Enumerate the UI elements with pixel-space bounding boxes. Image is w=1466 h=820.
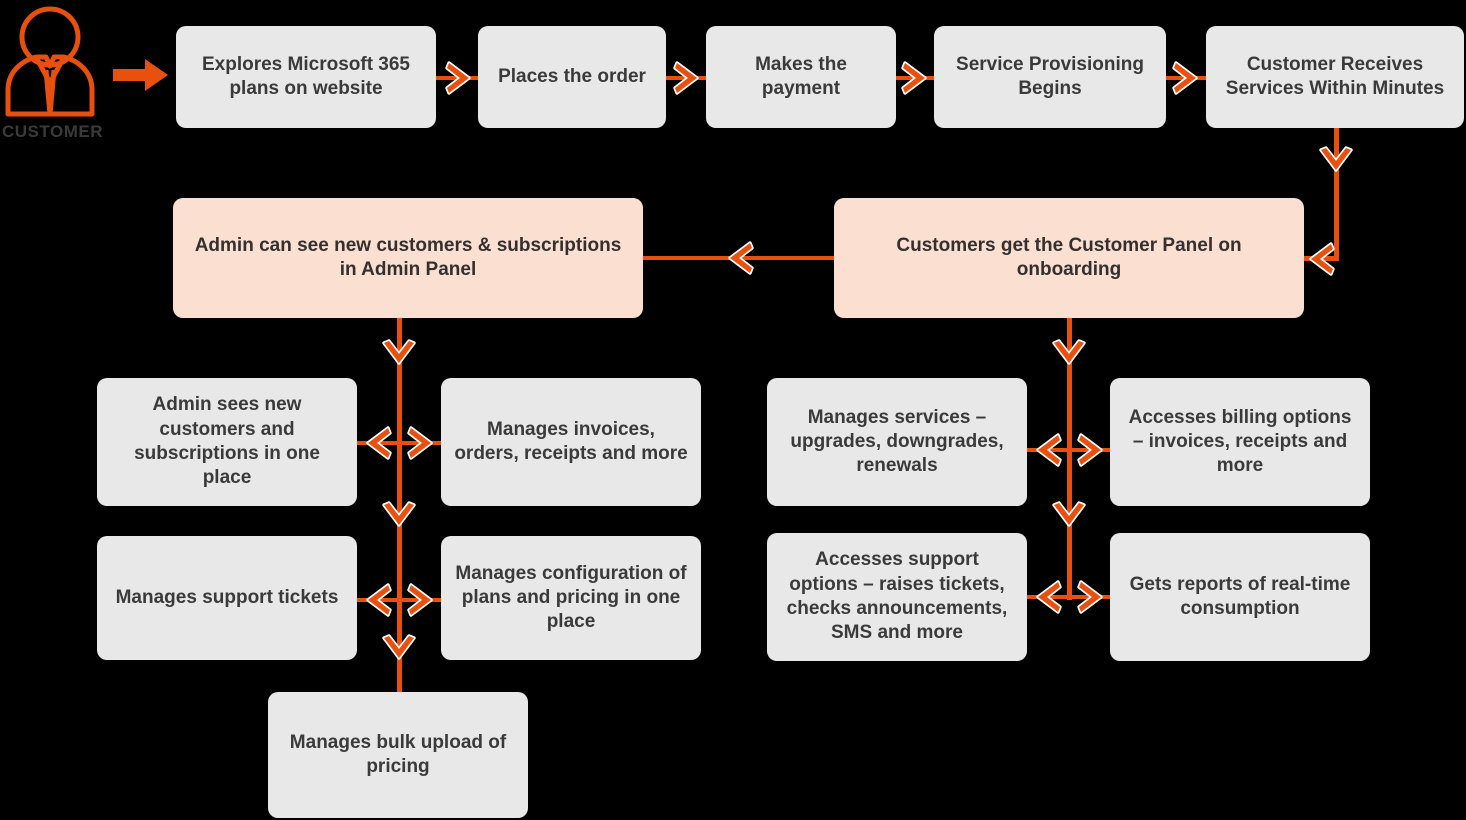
connector-into-customer-panel bbox=[1302, 256, 1339, 261]
step-label: Service Provisioning Begins bbox=[956, 53, 1144, 99]
connector-line-2 bbox=[662, 76, 710, 80]
admin-box-sees-new-customers[interactable]: Admin sees new customers and subscriptio… bbox=[97, 378, 357, 506]
customer-box-billing-options[interactable]: Accesses billing options – invoices, rec… bbox=[1110, 378, 1370, 506]
admin-branch-spine bbox=[397, 318, 402, 706]
admin-box-bulk-upload[interactable]: Manages bulk upload of pricing bbox=[268, 692, 528, 818]
step-box-explore[interactable]: Explores Microsoft 365 plans on website bbox=[176, 26, 436, 128]
panel-label: Customers get the Customer Panel on onbo… bbox=[896, 234, 1242, 280]
customer-person-icon bbox=[2, 4, 102, 120]
connector-panels bbox=[640, 256, 838, 260]
panel-box-admin[interactable]: Admin can see new customers & subscripti… bbox=[173, 198, 643, 318]
admin-row1-right-link bbox=[397, 441, 442, 445]
box-label: Gets reports of real-time consumption bbox=[1129, 573, 1351, 619]
panel-label: Admin can see new customers & subscripti… bbox=[194, 234, 622, 280]
panel-box-customer[interactable]: Customers get the Customer Panel on onbo… bbox=[834, 198, 1304, 318]
connector-line-4 bbox=[1162, 76, 1210, 80]
admin-row2-right-link bbox=[397, 598, 442, 602]
admin-row2-left-link bbox=[357, 598, 402, 602]
connector-line-3 bbox=[892, 76, 938, 80]
connector-line-1 bbox=[432, 76, 484, 80]
customer-box-support-options[interactable]: Accesses support options – raises ticket… bbox=[767, 533, 1027, 661]
box-label: Manages support tickets bbox=[115, 586, 339, 608]
box-label: Manages invoices, orders, receipts and m… bbox=[454, 418, 688, 464]
box-label: Accesses billing options – invoices, rec… bbox=[1128, 406, 1352, 477]
admin-box-manages-invoices[interactable]: Manages invoices, orders, receipts and m… bbox=[441, 378, 701, 506]
box-label: Manages configuration of plans and prici… bbox=[455, 562, 687, 633]
connector-down-receives bbox=[1334, 128, 1339, 260]
step-label: Customer Receives Services Within Minute… bbox=[1225, 53, 1445, 99]
step-label: Makes the payment bbox=[755, 53, 847, 99]
customer-row2-left-link bbox=[1027, 595, 1072, 599]
step-label: Explores Microsoft 365 plans on website bbox=[201, 53, 411, 99]
box-label: Manages services – upgrades, downgrades,… bbox=[790, 406, 1004, 477]
step-box-payment[interactable]: Makes the payment bbox=[706, 26, 896, 128]
box-label: Manages bulk upload of pricing bbox=[289, 731, 507, 777]
admin-box-support-tickets[interactable]: Manages support tickets bbox=[97, 536, 357, 660]
step-box-order[interactable]: Places the order bbox=[478, 26, 666, 128]
box-label: Admin sees new customers and subscriptio… bbox=[134, 394, 320, 489]
box-label: Accesses support options – raises ticket… bbox=[786, 549, 1008, 644]
step-box-provisioning[interactable]: Service Provisioning Begins bbox=[934, 26, 1166, 128]
customer-label: CUSTOMER bbox=[2, 122, 103, 141]
step-label: Places the order bbox=[498, 65, 646, 87]
customer-box-manages-services[interactable]: Manages services – upgrades, downgrades,… bbox=[767, 378, 1027, 506]
customer-row1-right-link bbox=[1067, 448, 1112, 452]
admin-row1-left-link bbox=[357, 441, 402, 445]
step-box-receives[interactable]: Customer Receives Services Within Minute… bbox=[1206, 26, 1464, 128]
arrow-right-solid-icon bbox=[113, 58, 169, 92]
customer-row1-left-link bbox=[1027, 448, 1072, 452]
customer-row2-right-link bbox=[1067, 595, 1112, 599]
admin-box-manages-configuration[interactable]: Manages configuration of plans and prici… bbox=[441, 536, 701, 660]
customer-box-realtime-reports[interactable]: Gets reports of real-time consumption bbox=[1110, 533, 1370, 661]
customer-branch-spine bbox=[1067, 318, 1072, 600]
